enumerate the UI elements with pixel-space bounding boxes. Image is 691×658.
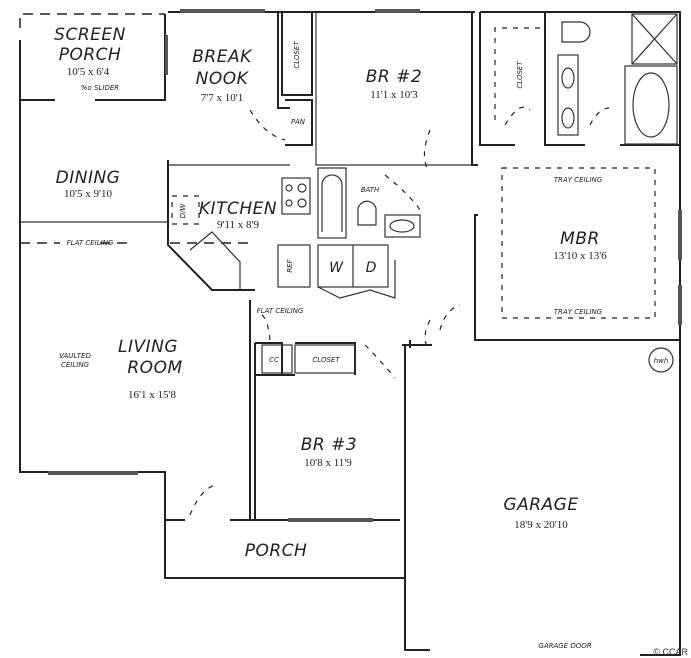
water-heater: hwh (648, 347, 674, 373)
screen-porch-name-2: PORCH (59, 45, 122, 65)
dining-name: DINING (56, 168, 121, 188)
screen-porch-note: %o SLIDER (81, 84, 119, 92)
walls (19, 9, 682, 656)
dryer-label: D (366, 260, 377, 276)
closet-label: CLOSET (293, 41, 301, 69)
kitchen-size: 9'11 x 8'9 (217, 219, 260, 231)
break-nook-size: 7'7 x 10'1 (201, 92, 243, 104)
garage-name: GARAGE (503, 495, 578, 515)
flat-ceiling-dining: FLAT CEILING (67, 239, 114, 247)
tray-ceiling-top: TRAY CEILING (554, 176, 603, 184)
dishwasher-label: D/W (179, 203, 187, 219)
break-nook-name-2: NOOK (196, 69, 250, 89)
br3-name: BR #3 (301, 435, 357, 455)
garage-door-label: GARAGE DOOR (538, 642, 591, 650)
master-closet-label: CLOSET (516, 61, 524, 89)
vaulted-ceiling-2: CEILING (61, 361, 90, 369)
br2-name: BR #2 (366, 67, 422, 87)
garage-size: 18'9 x 20'10 (514, 519, 568, 531)
mbr-name: MBR (560, 229, 600, 249)
refrigerator-label: REF (286, 258, 294, 272)
mbr-size: 13'10 x 13'6 (553, 250, 607, 262)
br3-size: 10'8 x 11'9 (304, 457, 352, 469)
vaulted-ceiling-1: VAULTED (59, 352, 91, 360)
screen-porch-name: SCREEN (54, 25, 126, 45)
living-room-name: LIVING (118, 337, 178, 357)
washer-label: W (329, 260, 344, 276)
copyright: © CCAR (653, 647, 688, 657)
living-room-name-2: ROOM (127, 358, 182, 378)
porch-name: PORCH (245, 541, 308, 561)
dining-size: 10'5 x 9'10 (64, 188, 112, 200)
coat-closet-label: CC (269, 356, 279, 364)
screen-porch-size: 10'5 x 6'4 (67, 66, 110, 78)
kitchen-name: KITCHEN (199, 199, 277, 219)
tray-ceiling-bottom: TRAY CEILING (554, 308, 603, 316)
water-heater-label: hwh (654, 357, 669, 365)
flat-ceiling-hall: FLAT CEILING (257, 307, 304, 315)
living-room-size: 16'1 x 15'8 (128, 389, 176, 401)
br2-size: 11'1 x 10'3 (370, 89, 418, 101)
pantry-label: PAN (291, 118, 306, 126)
break-nook-name: BREAK (192, 47, 253, 67)
bath-label: BATH (361, 186, 380, 194)
hall-closet-label: CLOSET (312, 356, 340, 364)
